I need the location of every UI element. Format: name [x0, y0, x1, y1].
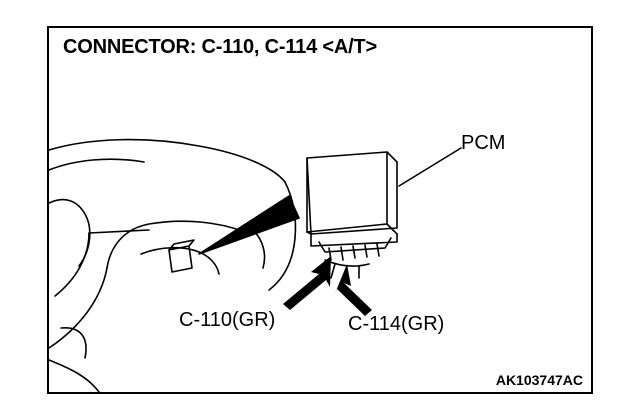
arrow-c110 — [283, 256, 331, 310]
connector-c110-location — [168, 239, 195, 273]
callout-wedge — [198, 195, 300, 255]
arrow-c114 — [334, 264, 372, 316]
pcm-unit — [306, 151, 398, 281]
pcm-leader-line — [398, 147, 462, 187]
connector-location-illustration — [49, 138, 462, 392]
pcm-label: PCM — [461, 132, 506, 154]
diagram-frame: CONNECTOR: C-110, C-114 <A/T> PCM C-110(… — [47, 26, 593, 394]
dashboard-outline — [49, 138, 297, 392]
diagram-title: CONNECTOR: C-110, C-114 <A/T> — [63, 36, 377, 58]
connector-c114-label: C-114(GR) — [348, 313, 445, 335]
figure-code: AK103747AC — [495, 372, 583, 388]
connector-arrows — [283, 256, 372, 316]
connector-c110-label: C-110(GR) — [179, 309, 276, 331]
